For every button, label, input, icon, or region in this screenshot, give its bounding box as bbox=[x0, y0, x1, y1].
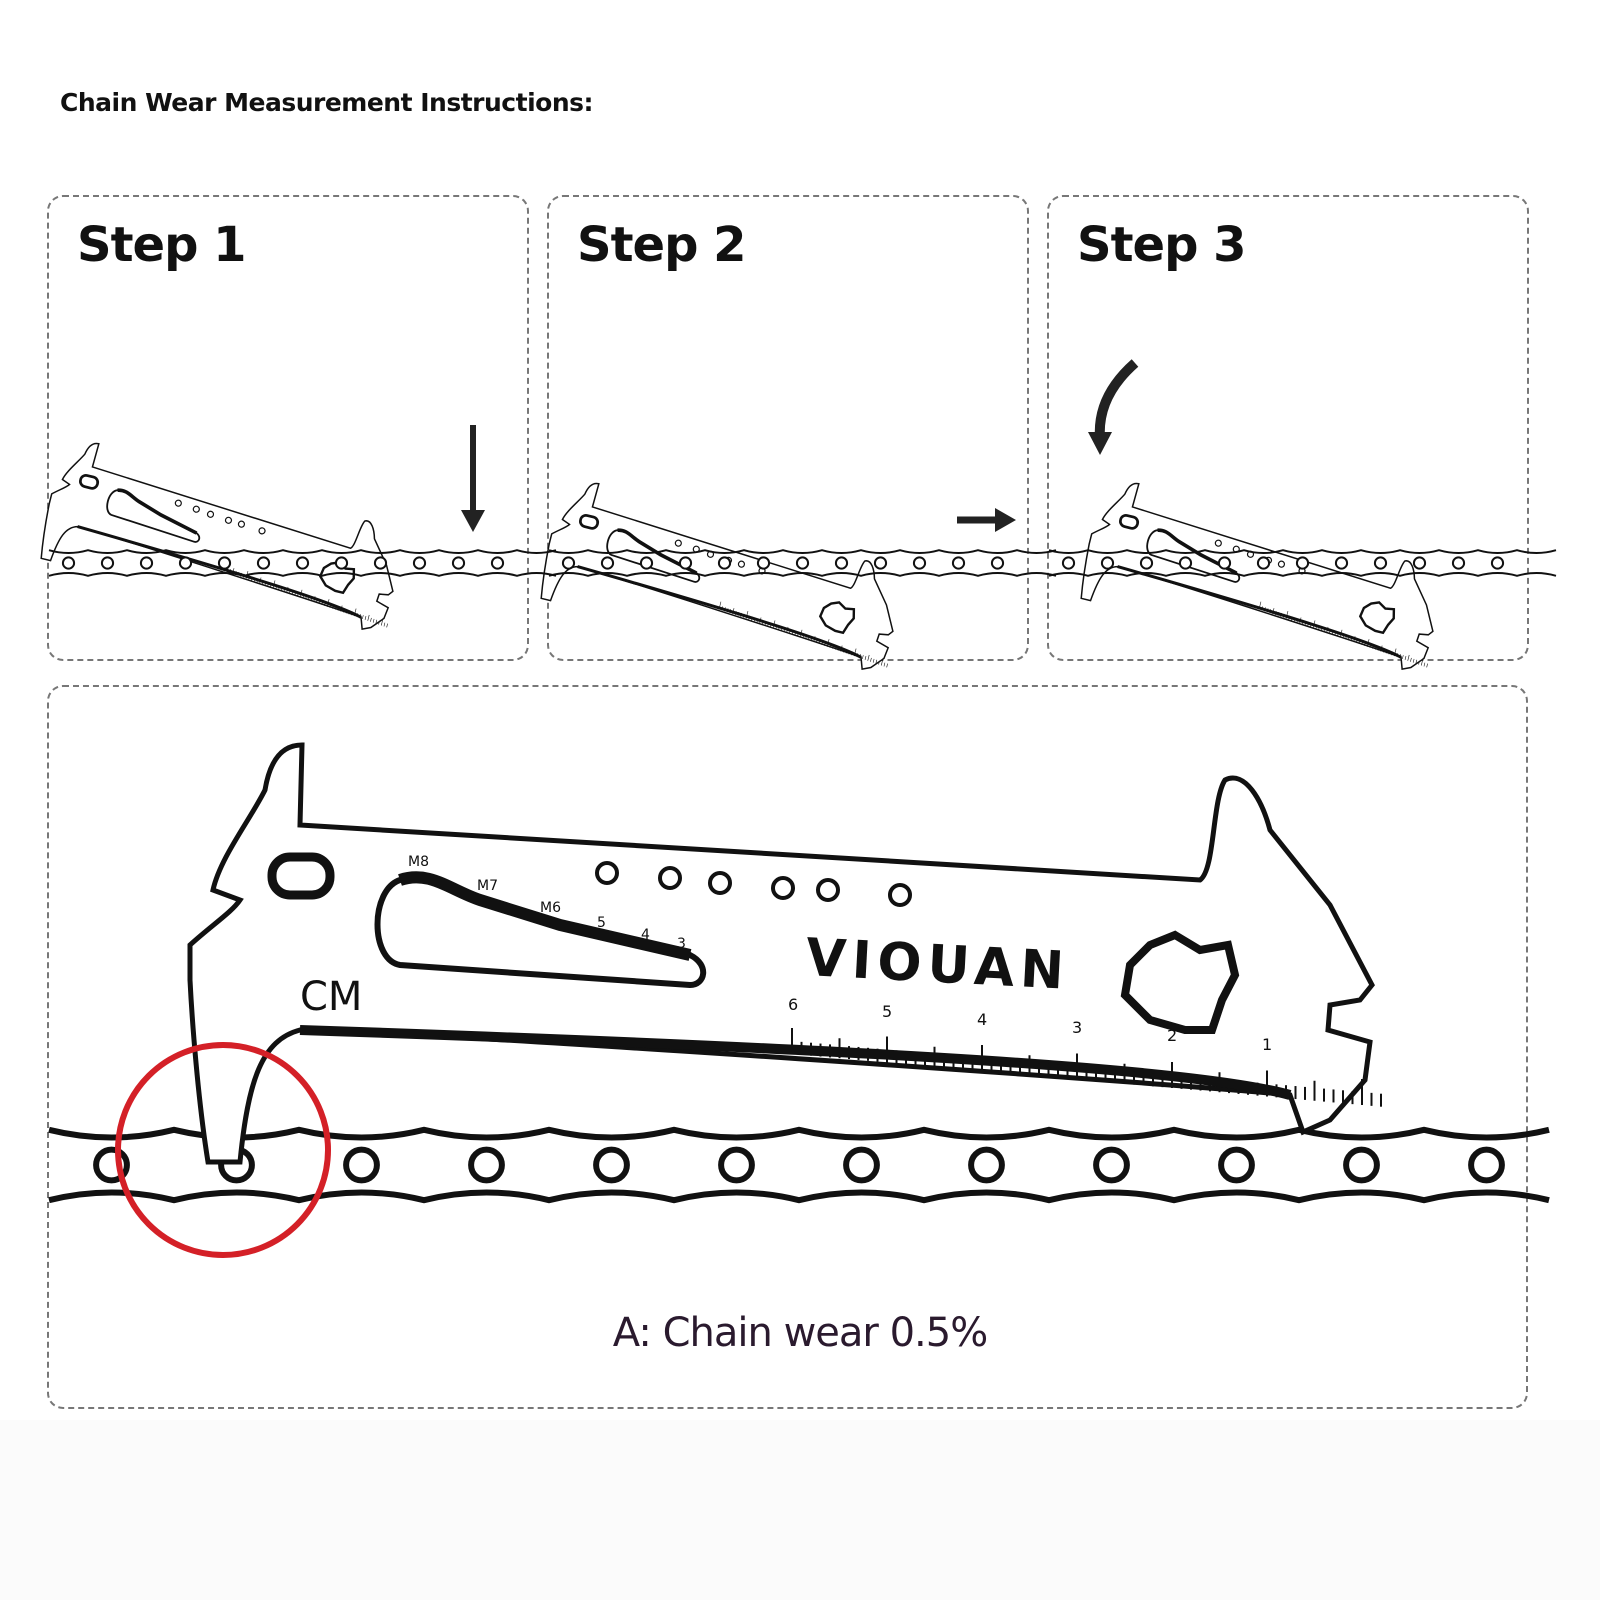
tool-labels: CM VIOUAN M8 M7 M6 5 4 3 6 5 4 3 2 1 bbox=[300, 854, 1272, 1054]
unit-label: CM bbox=[300, 974, 362, 1020]
hex-label: 4 bbox=[641, 927, 650, 943]
step-2-panel: Step 2 bbox=[547, 195, 1029, 661]
wear-highlight-circle bbox=[115, 1042, 331, 1258]
step-1-panel: Step 1 bbox=[47, 195, 529, 661]
ruler-number: 2 bbox=[1167, 1026, 1177, 1045]
hex-label: M8 bbox=[408, 854, 429, 870]
ruler-number: 3 bbox=[1072, 1018, 1082, 1037]
hex-label: 5 bbox=[597, 915, 606, 931]
hex-label: M6 bbox=[540, 900, 561, 916]
ruler-number: 1 bbox=[1262, 1035, 1272, 1054]
brand-label: VIOUAN bbox=[804, 928, 1071, 1002]
step-3-panel: Step 3 bbox=[1047, 195, 1529, 661]
detail-panel bbox=[47, 685, 1528, 1409]
chain bbox=[48, 1126, 1550, 1204]
tool-step-1 bbox=[34, 433, 415, 646]
chain bbox=[48, 549, 557, 577]
ruler-number: 6 bbox=[788, 995, 798, 1014]
step-2-label: Step 2 bbox=[577, 217, 747, 273]
hex-label: 3 bbox=[677, 936, 686, 952]
tool-step-3 bbox=[1074, 473, 1455, 686]
arrow-rotate-ccw-icon bbox=[1088, 359, 1139, 455]
ruler-number: 4 bbox=[977, 1010, 987, 1029]
step-1-label: Step 1 bbox=[77, 217, 247, 273]
chain bbox=[1048, 549, 1557, 577]
arrow-down-icon bbox=[461, 425, 485, 532]
step-3-label: Step 3 bbox=[1077, 217, 1247, 273]
tool-step-2 bbox=[534, 473, 915, 686]
arrow-right-icon bbox=[957, 508, 1016, 532]
bottom-background bbox=[0, 1420, 1600, 1600]
wear-caption: A: Chain wear 0.5% bbox=[612, 1310, 988, 1356]
page-title: Chain Wear Measurement Instructions: bbox=[60, 88, 594, 117]
chain bbox=[548, 549, 1057, 577]
hex-label: M7 bbox=[477, 878, 498, 894]
chain-checker-tool bbox=[190, 745, 1381, 1162]
ruler-number: 5 bbox=[882, 1002, 892, 1021]
